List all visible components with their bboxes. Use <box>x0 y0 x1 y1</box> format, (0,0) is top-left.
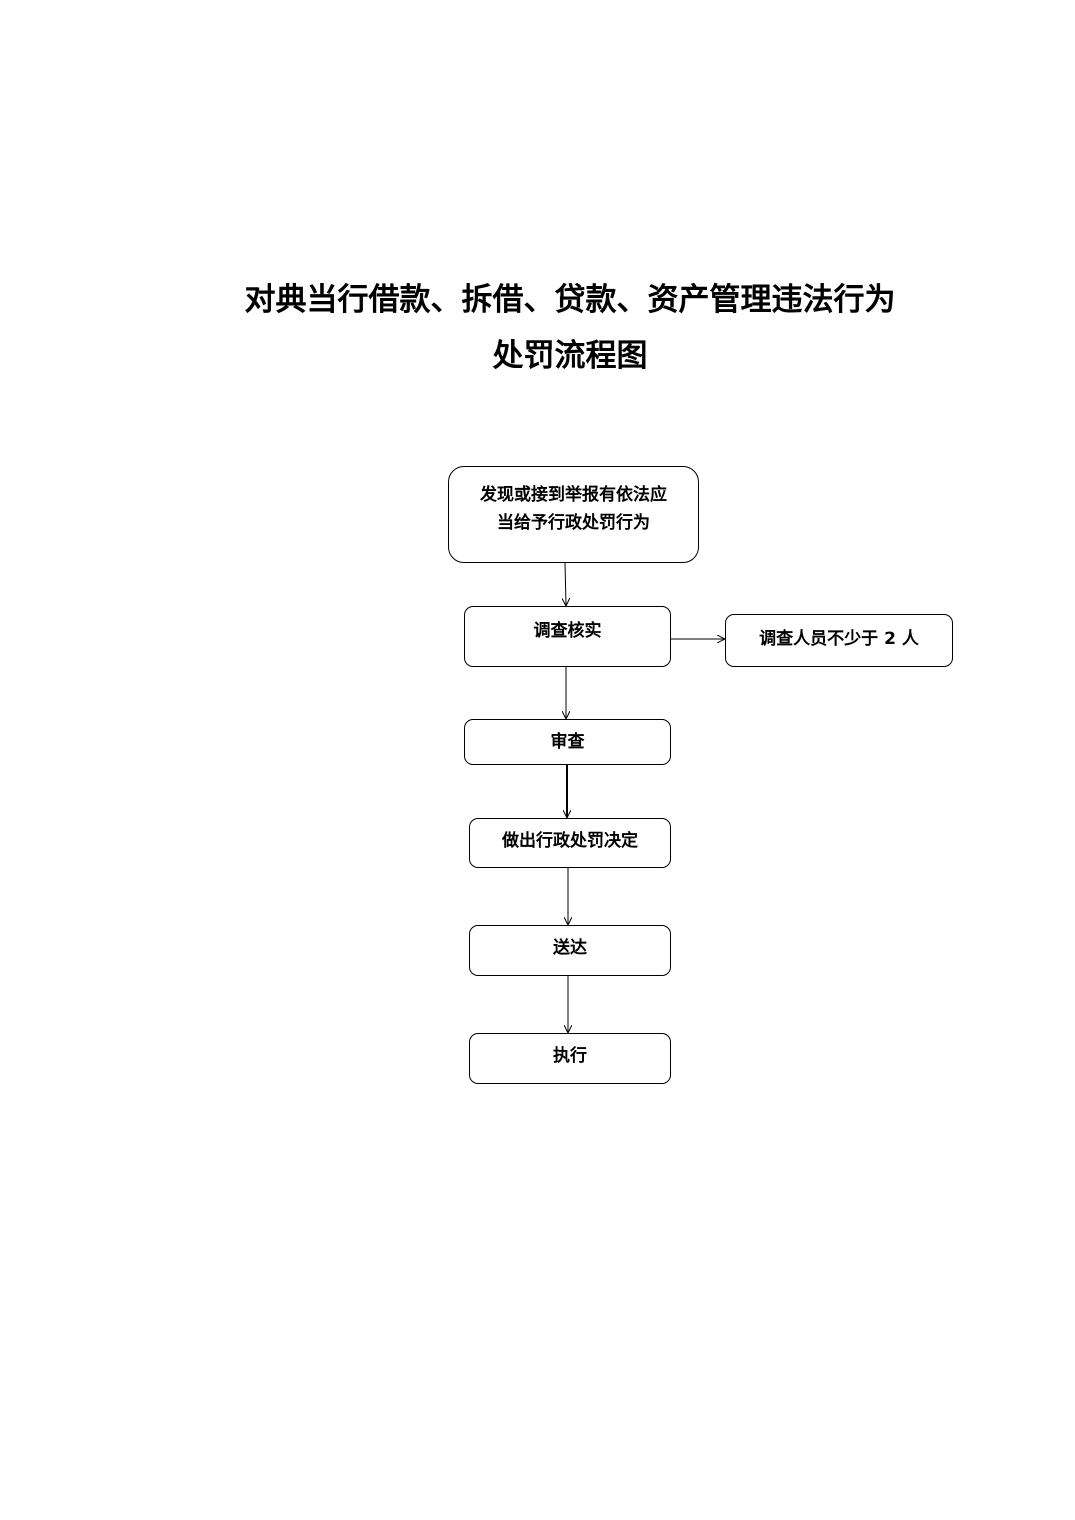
node-discover-line-1: 发现或接到举报有依法应 <box>480 485 667 505</box>
node-discover-line-2: 当给予行政处罚行为 <box>497 513 650 533</box>
node-deliver: 送达 <box>469 925 671 976</box>
node-investigate-label: 调查核实 <box>533 621 602 641</box>
node-review: 审查 <box>464 719 671 765</box>
page-title-line-1: 对典当行借款、拆借、贷款、资产管理违法行为 <box>244 282 896 318</box>
node-execute-label: 执行 <box>553 1046 587 1066</box>
node-penalty-decision-label: 做出行政处罚决定 <box>502 831 638 851</box>
node-investigator-note: 调查人员不少于 2 人 <box>725 614 953 667</box>
node-investigator-note-label: 调查人员不少于 2 人 <box>759 629 919 649</box>
node-deliver-label: 送达 <box>553 938 587 958</box>
page-title-line-2: 处罚流程图 <box>492 338 648 374</box>
node-review-label: 审查 <box>550 732 585 752</box>
arrow-discover-to-investigate <box>565 562 566 605</box>
node-investigate: 调查核实 <box>464 606 671 667</box>
node-execute: 执行 <box>469 1033 671 1084</box>
node-discover-violation: 发现或接到举报有依法应 当给予行政处罚行为 <box>448 466 699 563</box>
node-penalty-decision: 做出行政处罚决定 <box>469 818 671 868</box>
